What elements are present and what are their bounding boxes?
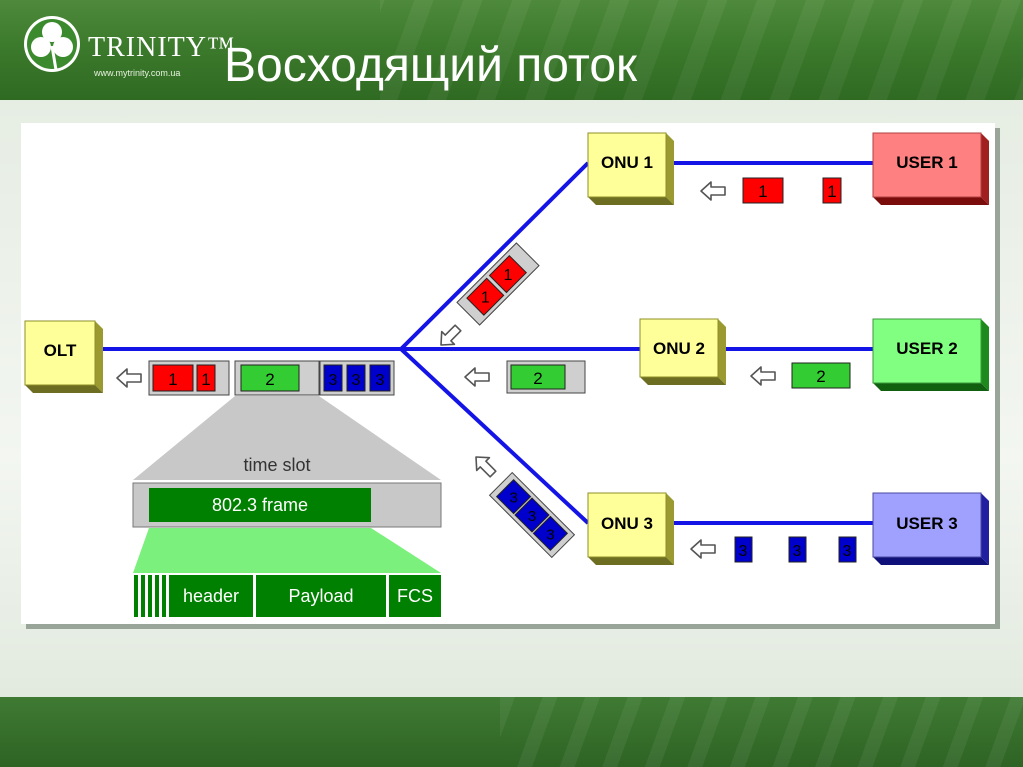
- packet-label: 3: [329, 372, 338, 389]
- packet-label: 1: [503, 267, 512, 284]
- user2-node: USER 2: [872, 318, 989, 391]
- packet-label: 3: [509, 490, 517, 507]
- frame-label: 802.3 frame: [212, 495, 308, 515]
- header-label: header: [183, 586, 239, 606]
- olt-node: OLT: [24, 320, 103, 393]
- packet-label: 3: [793, 543, 802, 560]
- payload-label: Payload: [288, 586, 353, 606]
- packet-label: 3: [739, 543, 748, 560]
- onu2-label: ONU 2: [653, 339, 705, 358]
- branch2-burst: 2: [464, 360, 586, 394]
- packet-label: 3: [352, 372, 361, 389]
- frame-zoom: [133, 528, 441, 573]
- user2-label: USER 2: [896, 339, 957, 358]
- packet-label: 3: [843, 543, 852, 560]
- header-field: [169, 575, 253, 617]
- time-slot-zoom: [133, 396, 441, 480]
- onu1-label: ONU 1: [601, 153, 653, 172]
- diagram-panel: OLT ONU 1 ONU 2 ONU 3 USER 1 USER 2: [21, 123, 995, 624]
- header-band: [0, 0, 1023, 100]
- packet-label: 2: [265, 370, 274, 389]
- onu2-upstream: 2: [750, 362, 851, 389]
- time-slot-box: 802.3 frame: [132, 482, 442, 528]
- left-arrow-icon: [750, 366, 776, 386]
- link-splitter-onu3: [399, 347, 590, 525]
- onu3-node: ONU 3: [587, 492, 674, 565]
- packet-label: 1: [758, 182, 767, 201]
- packet-label: 1: [168, 370, 177, 389]
- pon-diagram: OLT ONU 1 ONU 2 ONU 3 USER 1 USER 2: [24, 132, 989, 617]
- left-arrow-icon: [690, 539, 716, 559]
- user1-node: USER 1: [872, 132, 989, 205]
- packet-label: 1: [201, 370, 210, 389]
- onu3-label: ONU 3: [601, 514, 653, 533]
- packet-label: 3: [546, 526, 554, 543]
- user3-node: USER 3: [872, 492, 989, 565]
- branch3-burst: 3 3 3: [488, 471, 576, 559]
- page-title: Восходящий поток: [224, 39, 638, 92]
- footer-band: [0, 697, 1023, 767]
- down-left-arrow-icon: [433, 320, 466, 353]
- packet-label: 3: [528, 508, 536, 525]
- payload-field: [256, 575, 386, 617]
- brand-url: www.mytrinity.com.ua: [94, 68, 181, 78]
- fcs-label: FCS: [397, 586, 433, 606]
- brand-name: TRINITY™: [88, 32, 236, 63]
- onu1-upstream: 1 1: [700, 177, 842, 204]
- packet-label: 3: [376, 372, 385, 389]
- frame-breakdown: header Payload FCS: [134, 575, 441, 617]
- onu2-node: ONU 2: [639, 318, 726, 385]
- left-arrow-icon: [116, 368, 142, 388]
- branch1-burst: 1 1: [456, 242, 540, 326]
- packet-label: 1: [827, 182, 836, 201]
- user3-label: USER 3: [896, 514, 957, 533]
- time-slot-label: time slot: [243, 455, 310, 475]
- link-splitter-onu1: [399, 161, 590, 351]
- clover-logo-icon: [22, 12, 82, 82]
- onu3-upstream: 3 3 3: [690, 536, 857, 563]
- fcs-field: [389, 575, 441, 617]
- left-arrow-icon: [464, 367, 490, 387]
- packet-label: 2: [816, 367, 825, 386]
- fiber-links: [96, 161, 873, 525]
- user1-label: USER 1: [896, 153, 957, 172]
- onu1-node: ONU 1: [587, 132, 674, 205]
- olt-label: OLT: [44, 341, 77, 360]
- packet-label: 2: [533, 369, 542, 388]
- packet-label: 1: [481, 290, 490, 307]
- olt-received-stream: 1 1 2 3 3 3: [116, 360, 395, 396]
- up-left-arrow-icon: [468, 449, 501, 482]
- left-arrow-icon: [700, 181, 726, 201]
